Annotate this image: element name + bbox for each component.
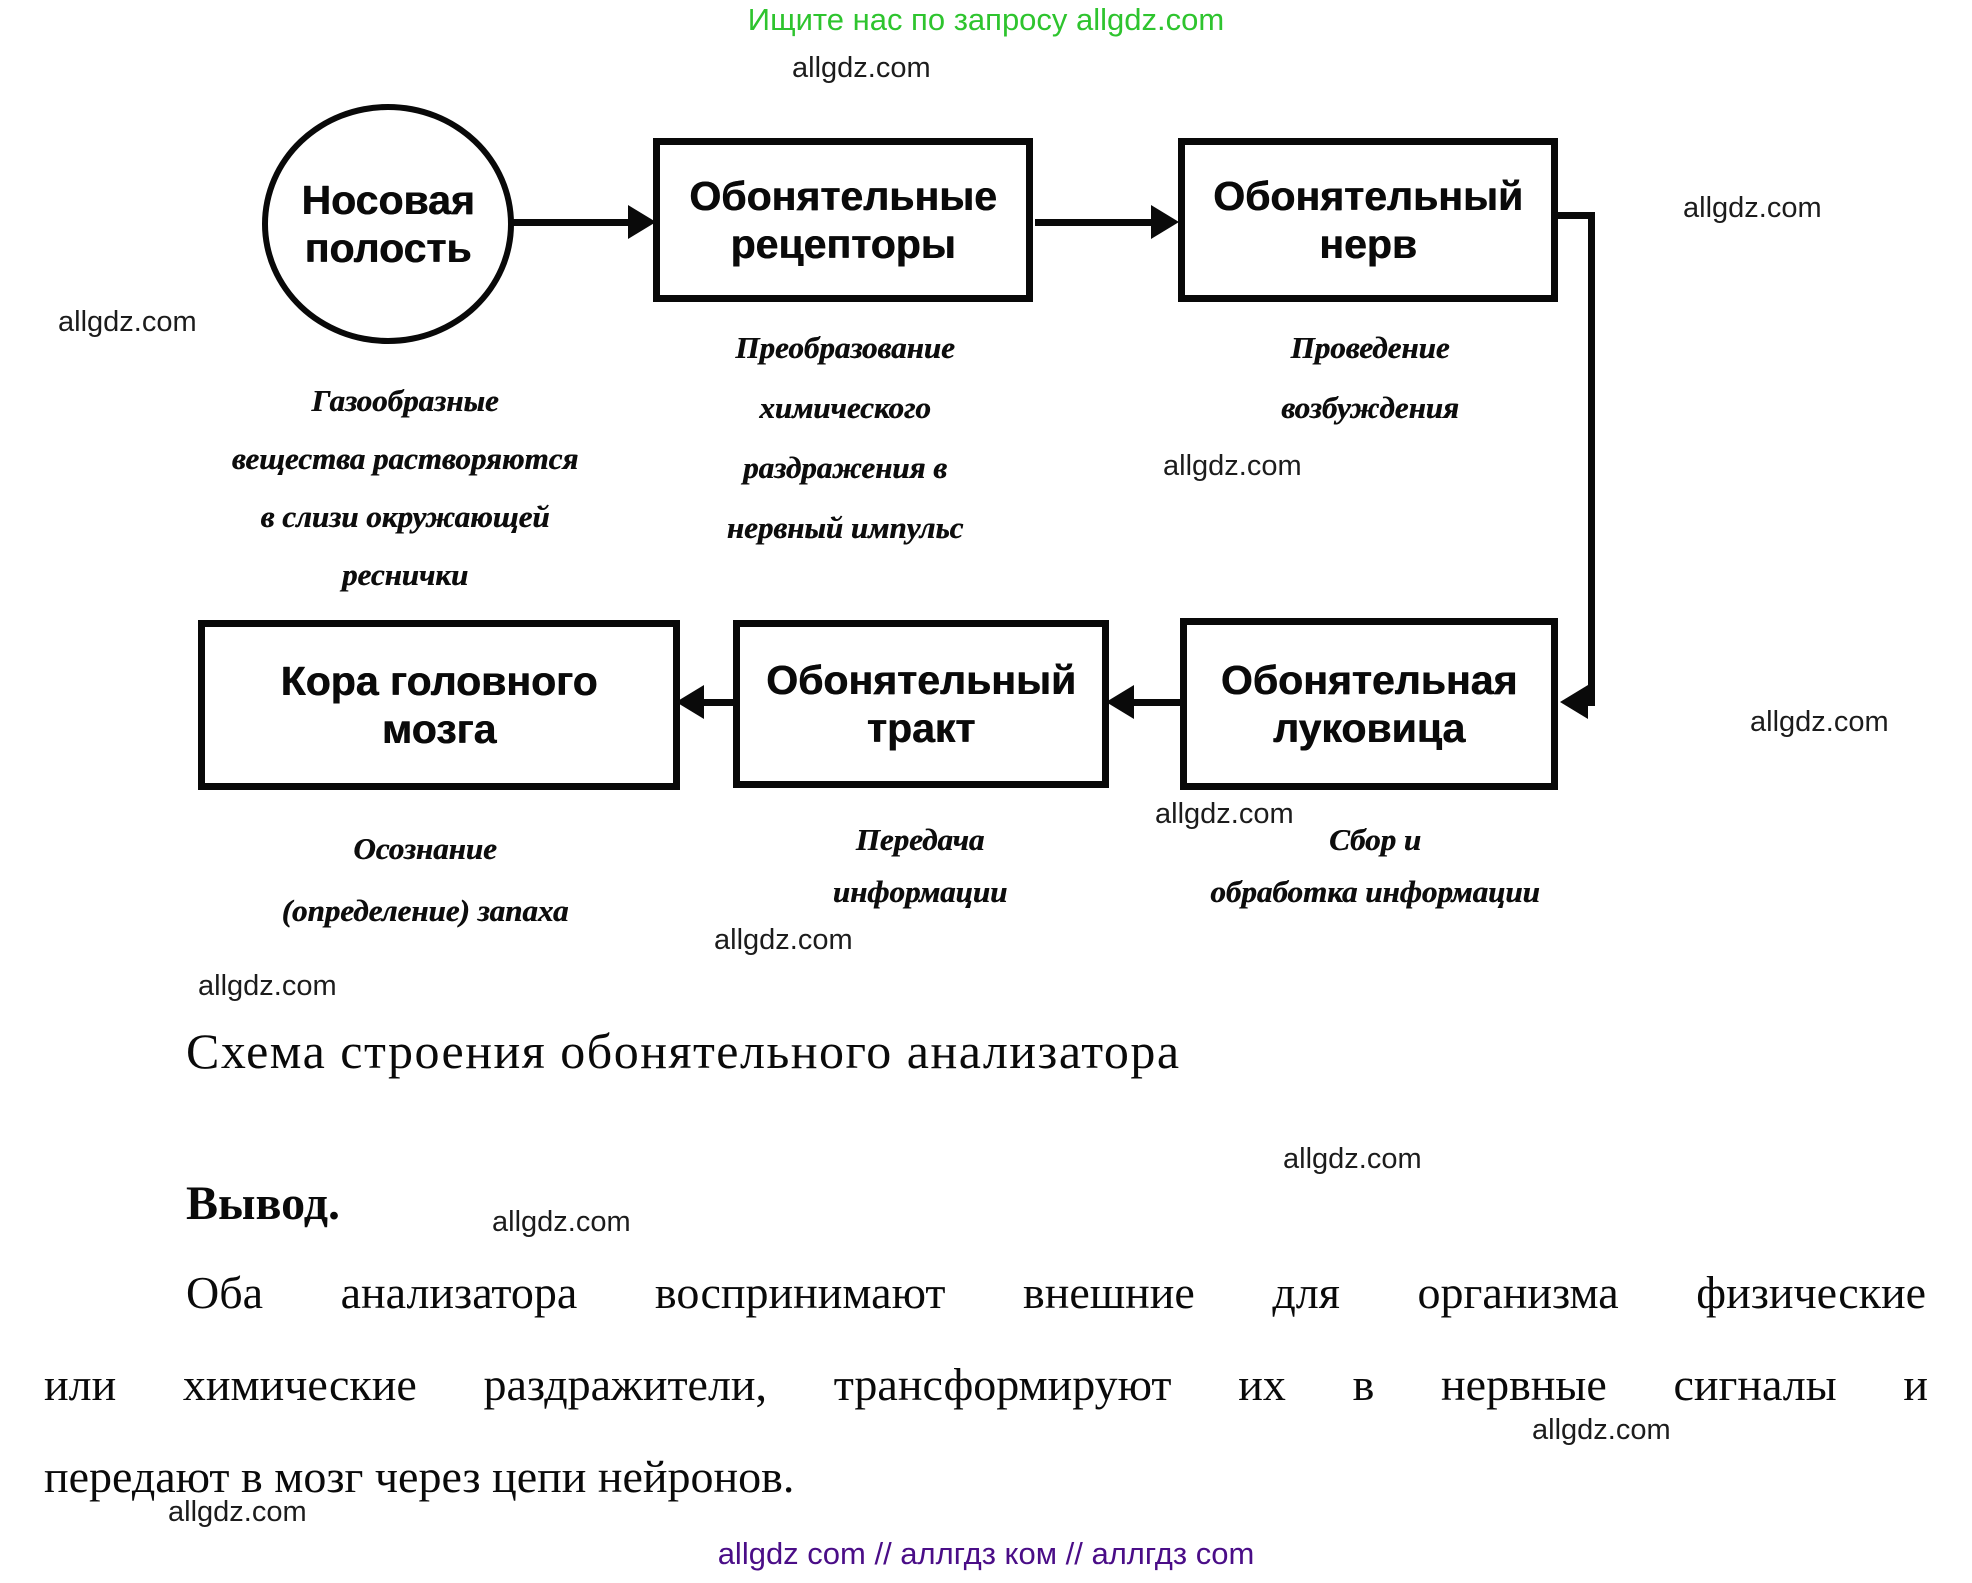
watermark: allgdz.com [1155, 798, 1294, 830]
node-olfactory-nerve: Обонятельный нерв [1178, 138, 1558, 302]
watermark: allgdz.com [1163, 450, 1302, 482]
arrowhead-right-icon [628, 205, 656, 239]
node-label: Обонятельный нерв [1212, 172, 1524, 267]
watermark: allgdz.com [1683, 192, 1822, 224]
arrow-nasal-to-receptors [510, 219, 632, 226]
watermark: allgdz.com [1750, 706, 1889, 738]
watermark: allgdz.com [714, 924, 853, 956]
caption-olfactory-tract: Передача информации [832, 822, 1008, 909]
node-label: Обонятельная луковица [1220, 656, 1518, 751]
watermark: allgdz.com [1532, 1414, 1671, 1446]
arrow-nerve-elbow-vertical [1588, 212, 1595, 706]
node-olfactory-bulb: Обонятельная луковица [1180, 618, 1558, 790]
conclusion-line: или химические раздражители, трансформир… [44, 1359, 1928, 1410]
caption-cerebral-cortex: Осознание (определение) запаха [281, 831, 569, 928]
arrow-nerve-elbow-stub [1556, 212, 1595, 219]
figure-title: Схема строения обонятельного анализатора [186, 1023, 1181, 1079]
watermark: allgdz.com [1283, 1143, 1422, 1175]
watermark: allgdz.com [58, 306, 197, 338]
watermark: allgdz.com [492, 1206, 631, 1238]
conclusion-line: Оба анализатора воспринимают внешние для… [186, 1267, 1926, 1318]
node-nasal-cavity: Носовая полость [262, 104, 514, 344]
arrowhead-left-icon [1106, 685, 1134, 719]
arrow-tract-to-cortex [704, 699, 735, 706]
node-label: Носовая полость [301, 176, 475, 271]
arrowhead-left-icon [1560, 685, 1588, 719]
arrow-receptors-to-nerve [1035, 219, 1155, 226]
conclusion-heading: Вывод. [186, 1177, 340, 1230]
caption-olfactory-bulb: Сбор и обработка информации [1210, 822, 1540, 909]
node-olfactory-tract: Обонятельный тракт [733, 620, 1109, 788]
node-cerebral-cortex: Кора головного мозга [198, 620, 680, 790]
caption-nasal-cavity: Газообразные вещества растворяются в сли… [231, 383, 579, 592]
node-label: Обонятельный тракт [765, 656, 1077, 751]
watermark: allgdz.com [792, 52, 931, 84]
node-label: Обонятельные рецепторы [689, 172, 997, 267]
caption-olfactory-nerve: Проведение возбуждения [1281, 330, 1459, 425]
node-olfactory-receptors: Обонятельные рецепторы [653, 138, 1033, 302]
conclusion-line: передают в мозг через цепи нейронов. [44, 1451, 795, 1502]
caption-olfactory-receptors: Преобразование химического раздражения в… [726, 330, 964, 545]
arrow-bulb-to-tract [1134, 699, 1182, 706]
node-label: Кора головного мозга [280, 657, 598, 752]
arrowhead-left-icon [676, 685, 704, 719]
arrowhead-right-icon [1151, 205, 1179, 239]
promo-banner: Ищите нас по запросу allgdz.com [747, 2, 1225, 37]
footer-domains: allgdz com // аллгдз ком // аллгдз com [717, 1536, 1255, 1571]
watermark: allgdz.com [168, 1496, 307, 1528]
watermark: allgdz.com [198, 970, 337, 1002]
